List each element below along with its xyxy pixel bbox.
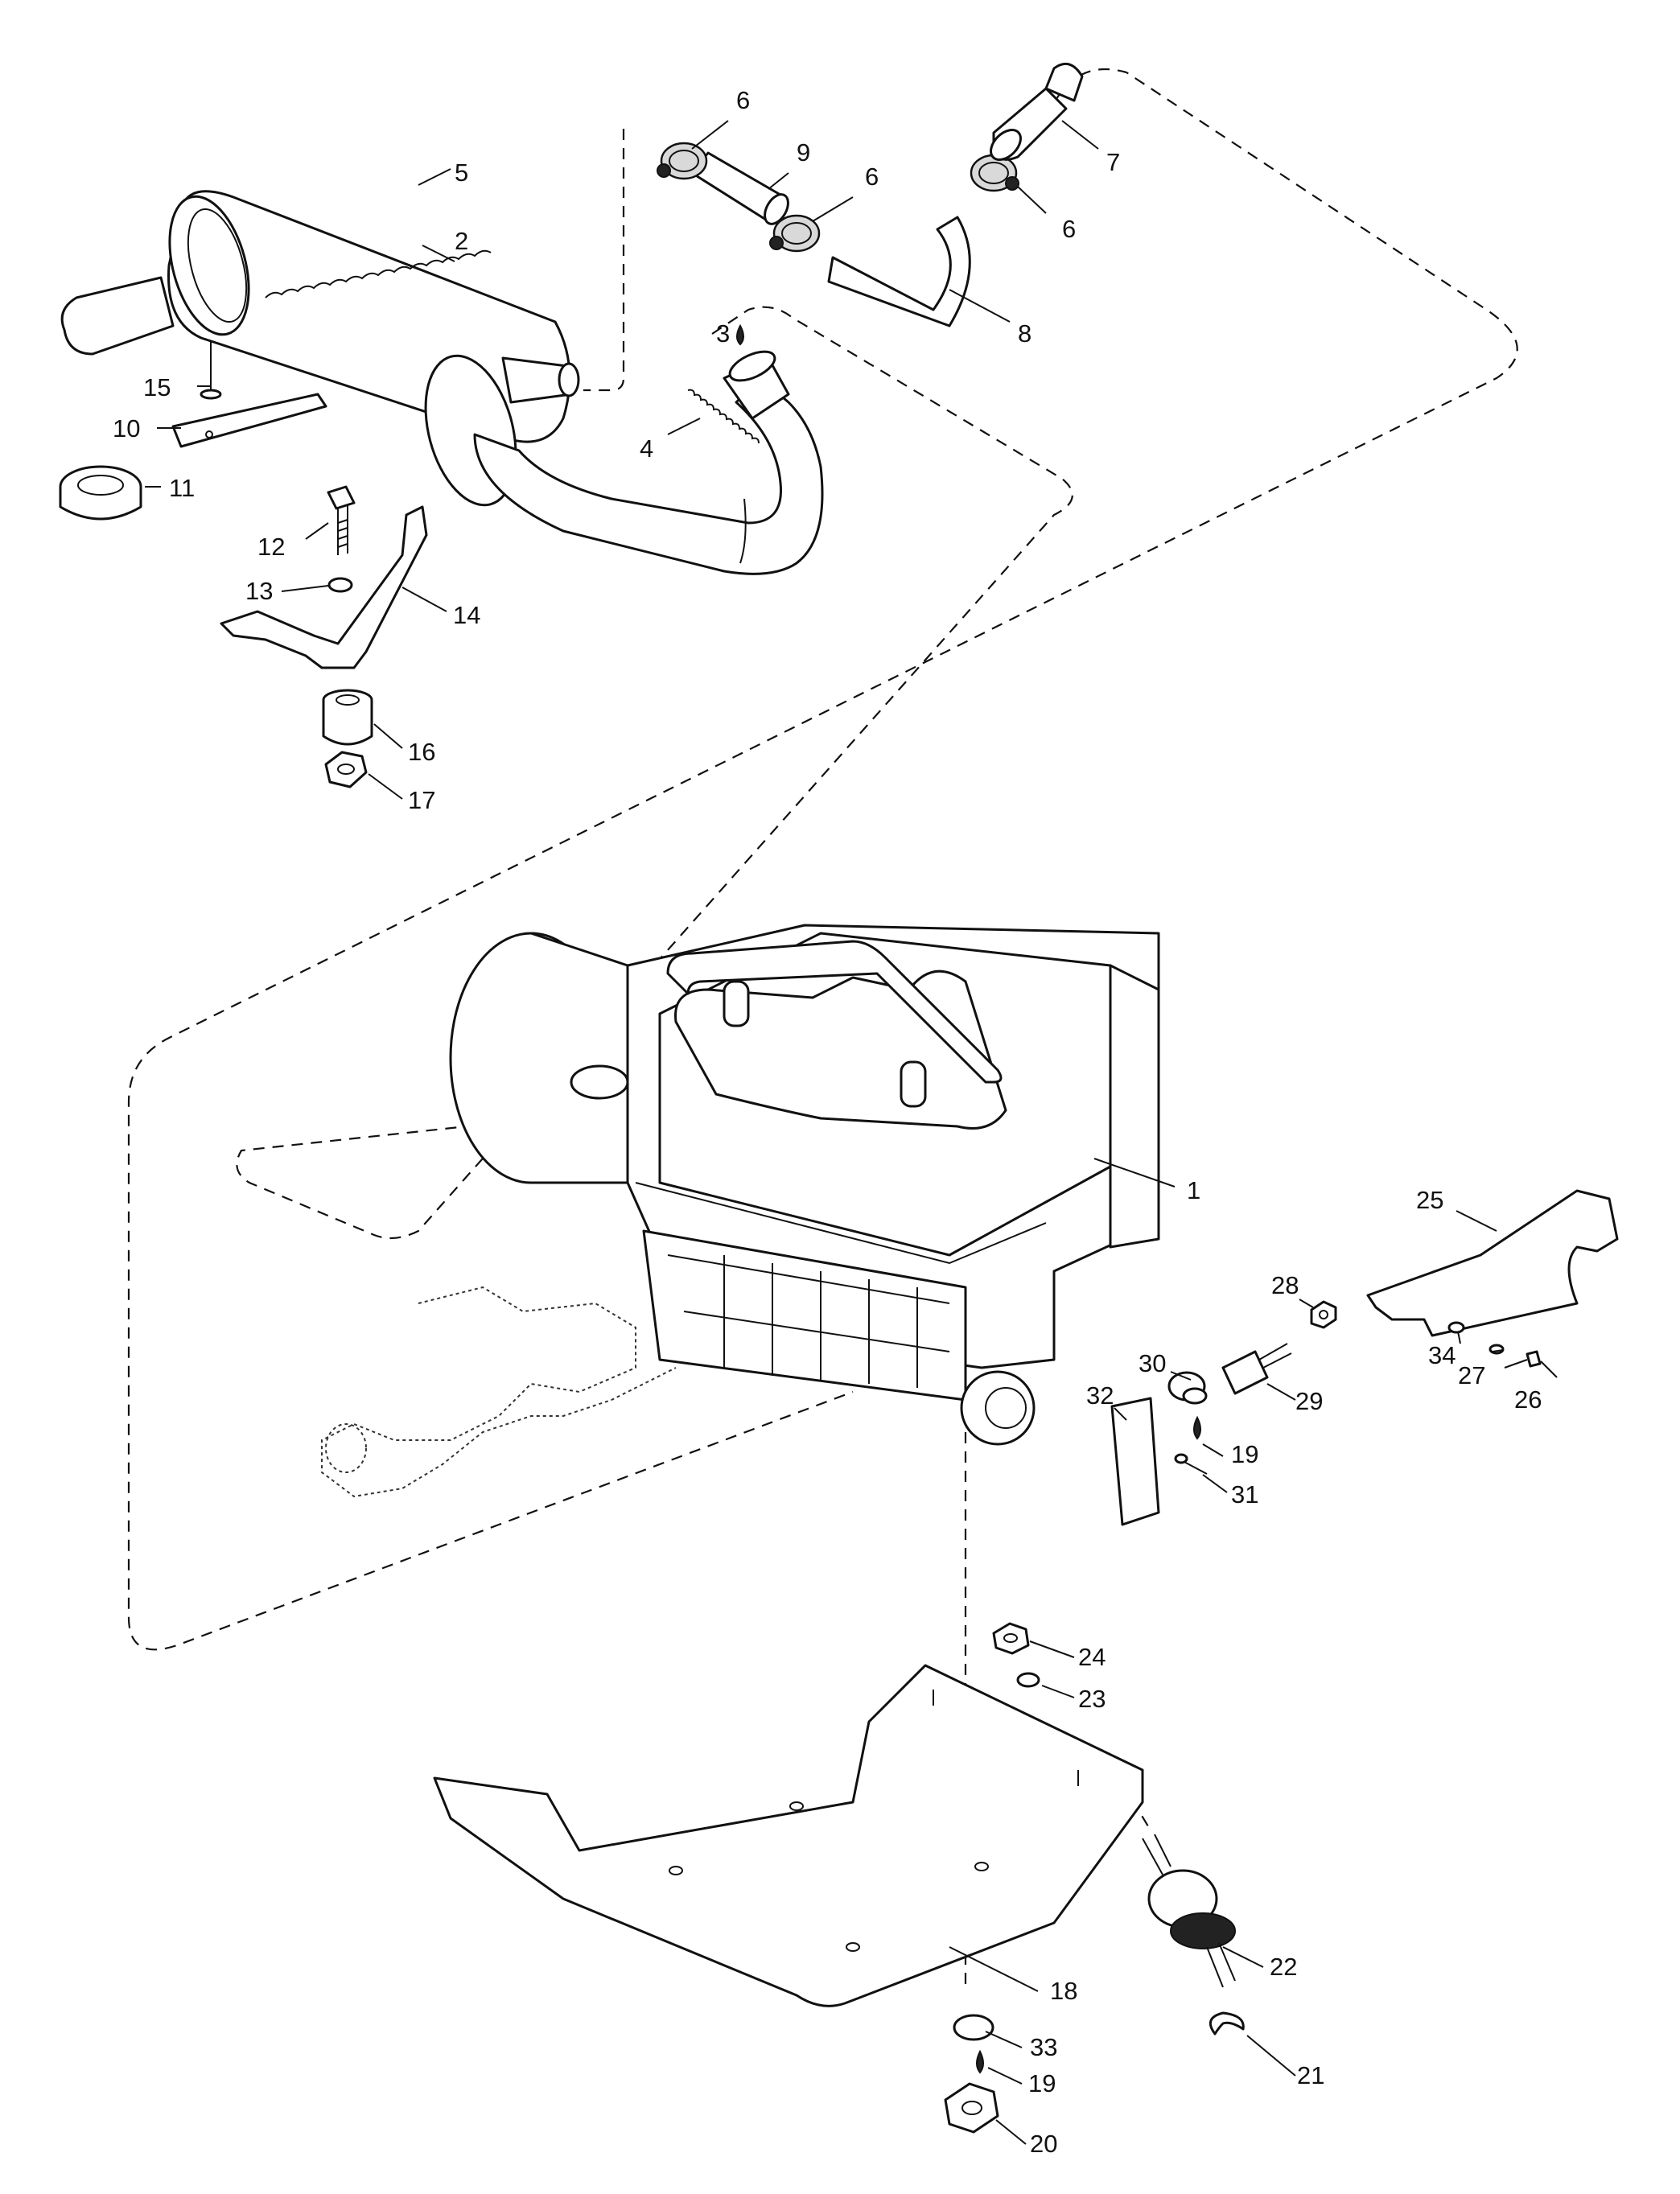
callout-11: 11 bbox=[169, 474, 195, 502]
callout-1: 1 bbox=[1187, 1176, 1200, 1204]
callout-15: 15 bbox=[143, 373, 171, 401]
support-bracket bbox=[220, 505, 428, 669]
tuned-pipe bbox=[473, 350, 824, 575]
exhaust-spring bbox=[687, 389, 760, 444]
callout-34: 34 bbox=[1428, 1341, 1456, 1369]
callout-31: 31 bbox=[1231, 1480, 1258, 1509]
spacer-stud bbox=[1221, 1343, 1292, 1395]
assembly-path-inner bbox=[236, 306, 1073, 1240]
callout-22: 22 bbox=[1270, 1953, 1297, 1981]
washer bbox=[953, 2014, 994, 2041]
washer bbox=[327, 577, 353, 593]
callout-9: 9 bbox=[797, 138, 810, 167]
circlip bbox=[1209, 2011, 1245, 2036]
washer-small bbox=[1447, 1321, 1465, 1334]
sealant-drop bbox=[736, 323, 744, 346]
hose-clamp bbox=[657, 142, 708, 180]
callout-23: 23 bbox=[1078, 1685, 1106, 1713]
heat-shield-strip bbox=[171, 393, 327, 448]
rubber-mount bbox=[322, 689, 373, 746]
callout-25: 25 bbox=[1416, 1186, 1443, 1214]
sealant-drop bbox=[1193, 1415, 1201, 1440]
engine bbox=[449, 924, 1160, 1446]
elbow-connector bbox=[990, 62, 1084, 161]
callout-20: 20 bbox=[1030, 2130, 1057, 2158]
grommet bbox=[59, 465, 142, 521]
hex-nut bbox=[1310, 1300, 1337, 1329]
callout-labels: 1 2 3 4 5 6 6 6 7 8 9 10 11 12 13 14 15 … bbox=[113, 86, 1542, 2158]
callout-14: 14 bbox=[453, 601, 480, 629]
callout-17: 17 bbox=[408, 786, 435, 814]
callout-13: 13 bbox=[245, 577, 273, 605]
mounting-plate bbox=[1110, 1397, 1160, 1526]
skid-plate bbox=[433, 1664, 1144, 2007]
engine-support-bracket bbox=[1366, 1189, 1619, 1337]
sealant-drop bbox=[976, 2049, 984, 2074]
shouldered-nut bbox=[1167, 1371, 1208, 1405]
hex-nut bbox=[992, 1622, 1030, 1655]
locknut bbox=[324, 751, 368, 788]
callout-19: 19 bbox=[1028, 2069, 1056, 2097]
callout-19: 19 bbox=[1231, 1440, 1258, 1468]
callout-8: 8 bbox=[1018, 319, 1031, 348]
callout-2: 2 bbox=[455, 227, 468, 255]
hex-nut bbox=[944, 2082, 999, 2134]
screw bbox=[1174, 1453, 1208, 1475]
engine-mount bbox=[1142, 1834, 1236, 1988]
callout-3: 3 bbox=[716, 319, 730, 348]
callout-18: 18 bbox=[1050, 1977, 1077, 2005]
hose-clamp bbox=[769, 214, 821, 253]
callout-29: 29 bbox=[1295, 1387, 1323, 1415]
hose-clamp bbox=[970, 154, 1019, 192]
callout-26: 26 bbox=[1514, 1385, 1542, 1414]
callout-12: 12 bbox=[257, 533, 285, 561]
callout-21: 21 bbox=[1297, 2061, 1324, 2089]
callout-28: 28 bbox=[1271, 1271, 1299, 1299]
callout-7: 7 bbox=[1106, 148, 1120, 176]
washer bbox=[1016, 1672, 1040, 1688]
callout-6: 6 bbox=[1062, 215, 1076, 243]
callout-27: 27 bbox=[1458, 1361, 1485, 1389]
callout-16: 16 bbox=[408, 738, 435, 766]
callout-10: 10 bbox=[113, 414, 140, 443]
callout-33: 33 bbox=[1030, 2033, 1057, 2061]
callout-5: 5 bbox=[455, 158, 468, 187]
bolt bbox=[327, 485, 356, 555]
washer-small bbox=[1489, 1344, 1505, 1355]
callout-6: 6 bbox=[865, 163, 879, 191]
callout-32: 32 bbox=[1086, 1381, 1114, 1410]
callout-30: 30 bbox=[1139, 1349, 1166, 1377]
muffler-spring bbox=[265, 249, 492, 298]
leader-lines bbox=[145, 120, 1558, 2145]
callout-6: 6 bbox=[736, 86, 750, 114]
bolt-small bbox=[1504, 1350, 1542, 1369]
exhaust-manifold-ghost bbox=[321, 1286, 677, 1498]
hose-bent bbox=[827, 216, 971, 327]
rivet bbox=[200, 342, 222, 400]
callout-24: 24 bbox=[1078, 1643, 1106, 1671]
callout-4: 4 bbox=[640, 434, 653, 463]
